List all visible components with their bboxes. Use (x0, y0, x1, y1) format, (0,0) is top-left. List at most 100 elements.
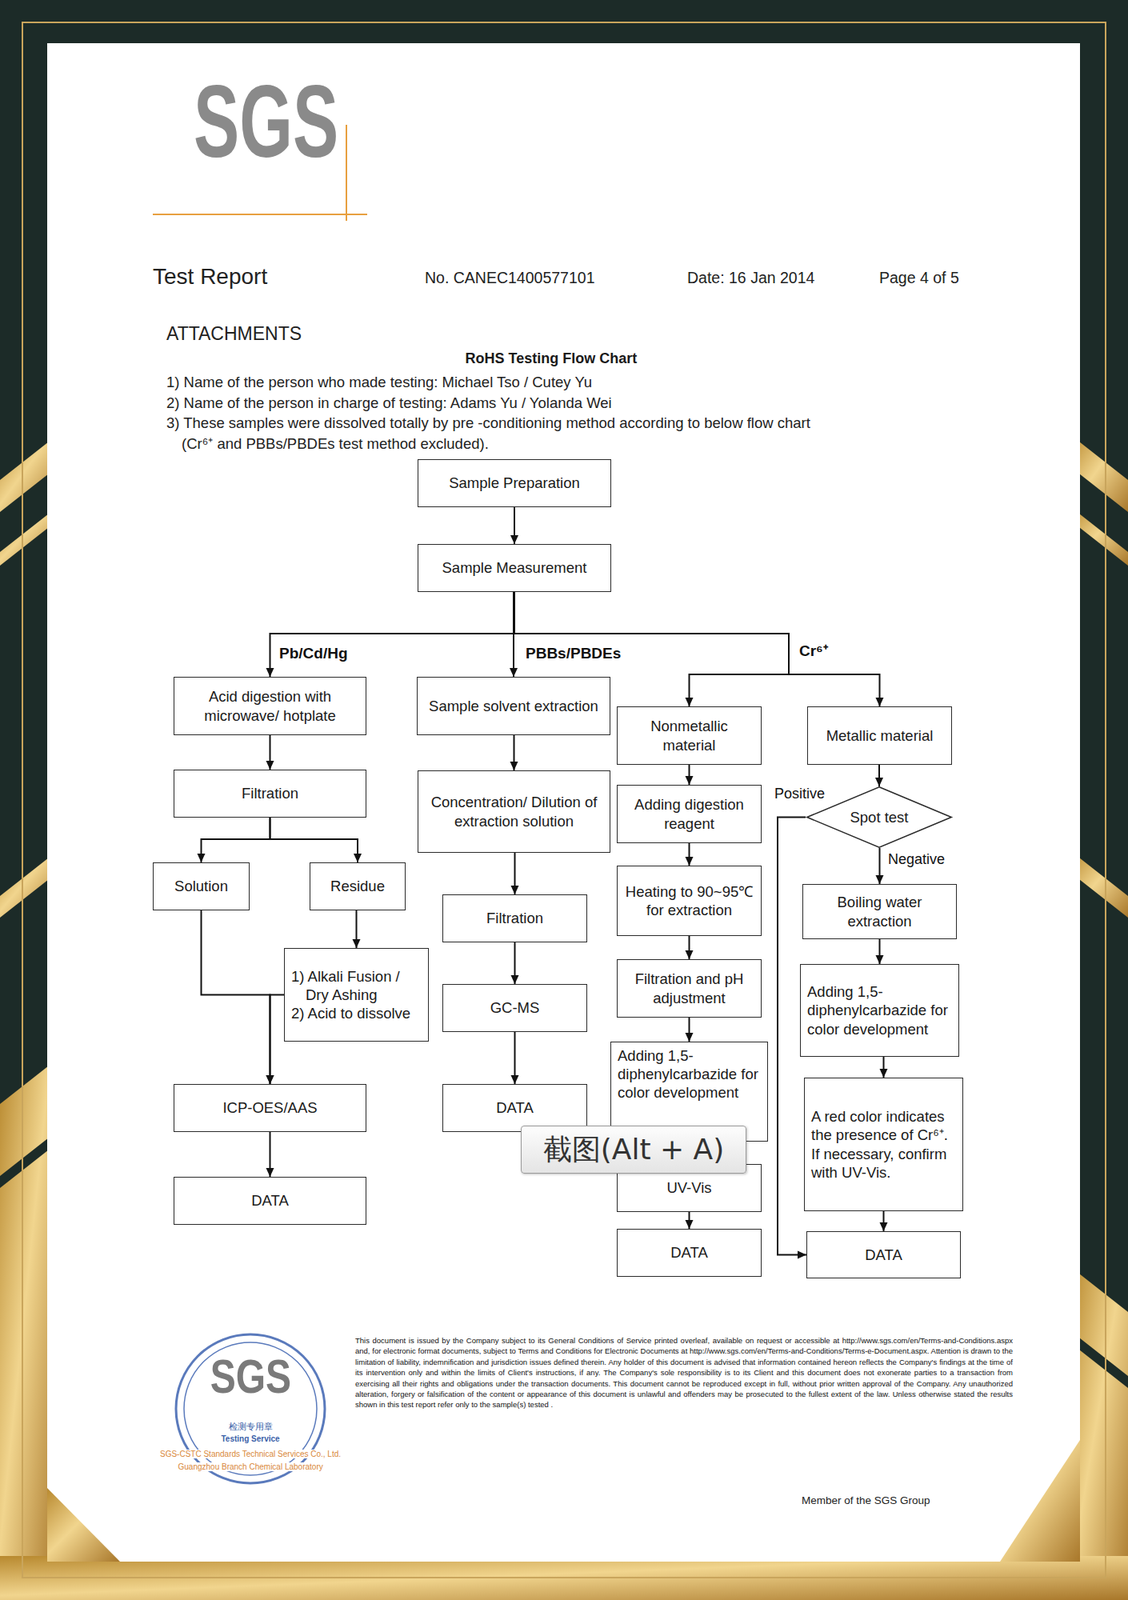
section-heading: ATTACHMENTS (166, 323, 302, 345)
chart-title: RoHS Testing Flow Chart (465, 350, 638, 368)
arrow-head (685, 776, 694, 785)
process-box: Sample Measurement (417, 544, 612, 592)
report-title: Test Report (152, 264, 268, 290)
arrow-head (511, 975, 520, 984)
connector (266, 1132, 275, 1177)
note: 3) These samples were dissolved totally … (166, 412, 826, 454)
node-text: Filtration (448, 908, 582, 928)
dark-band (1072, 1332, 1128, 1388)
connector (685, 1212, 694, 1229)
node-text-group: DATA (448, 1098, 582, 1117)
node-text: Sample Preparation (423, 473, 606, 492)
arrow-head (685, 950, 694, 960)
arrow-head (266, 1075, 275, 1084)
arrow-head (685, 1220, 694, 1229)
gold-corner (1000, 1440, 1080, 1562)
process-box: Sample Preparation (417, 459, 612, 508)
node-text: DATA (812, 1245, 956, 1264)
node-text: A red color indicates the presence of Cr… (811, 1107, 956, 1182)
connector (270, 817, 363, 863)
node-text: Acid digestion with microwave/ hotplate (179, 687, 361, 724)
process-box: Filtration (173, 769, 367, 818)
edge-label: Positive (772, 785, 827, 803)
process-box: Acid digestion with microwave/ hotplate (173, 676, 367, 736)
process-box: Heating to 90~95℃ for extraction (616, 865, 762, 936)
diamond-shape (807, 787, 952, 848)
note: 2) Name of the person in charge of testi… (166, 392, 612, 414)
process-box: DATA (806, 1231, 961, 1279)
arrow-head (797, 1251, 807, 1260)
connector (510, 507, 519, 544)
node-text-group: Spot test (810, 808, 948, 827)
process-box: Filtration and pH adjustment (616, 959, 762, 1018)
connector-line (270, 817, 359, 863)
connector (880, 1211, 888, 1232)
node-text: Adding digestion reagent (622, 795, 756, 832)
node-text: Solution (158, 876, 244, 896)
connector (875, 764, 884, 787)
arrow-head (685, 1032, 694, 1042)
connector (266, 995, 285, 1085)
arrow-head (876, 955, 884, 964)
arrow-head (880, 1068, 888, 1078)
node-text: Boiling water extraction (808, 892, 952, 930)
edge-label: Negative (886, 851, 947, 868)
node-text-group: Filtration and pH adjustment (622, 969, 756, 1007)
process-box: Concentration/ Dilution of extraction so… (417, 770, 611, 853)
arrow-head (509, 668, 518, 677)
note: 1) Name of the person who made testing: … (166, 372, 592, 393)
node-text: ICP-OES/AAS (179, 1098, 361, 1117)
gold-corner (47, 1488, 120, 1562)
node-text-group: Residue (315, 876, 400, 896)
arrow-head (876, 875, 884, 884)
connector (266, 592, 516, 677)
disclaimer: This document is issued by the Company s… (355, 1335, 1013, 1411)
node-text: Residue (315, 876, 400, 896)
node-text: Sample Measurement (423, 558, 606, 577)
stamp-logo: SGS (209, 1376, 291, 1377)
node-text-group: Concentration/ Dilution of extraction so… (423, 792, 605, 830)
node-text-group: GC-MS (448, 998, 582, 1017)
stamp-ring (176, 1334, 325, 1484)
node-text-group: Heating to 90~95℃ for extraction (622, 882, 756, 920)
arrow-head (510, 761, 519, 771)
arrow-head (352, 939, 361, 948)
logo-text: SGS (193, 120, 339, 122)
node-text-group: A red color indicates the presence of Cr… (811, 1107, 956, 1182)
node-text: Spot test (810, 808, 948, 827)
node-text-group: Sample Preparation (423, 473, 606, 492)
node-text-group: Sample solvent extraction (422, 696, 605, 716)
node-text: 2) Acid to dissolve (291, 1004, 422, 1023)
arrow-head (685, 697, 694, 707)
node-text-group: Boiling water extraction (808, 892, 952, 930)
connector (685, 764, 694, 785)
process-box: GC-MS (442, 984, 588, 1032)
process-box: Nonmetallic material (616, 706, 762, 765)
connector (876, 939, 884, 964)
white-page (47, 43, 1080, 1562)
node-text-group: ICP-OES/AAS (179, 1098, 361, 1117)
node-text: Adding 1,5-diphenylcarbazide for color d… (807, 982, 952, 1038)
connector (876, 848, 884, 884)
connector (685, 1017, 694, 1042)
edge-label: PBBs/PBDEs (524, 644, 623, 663)
screenshot-tooltip: 截图(Alt + A) (520, 1125, 747, 1174)
process-box: Filtration (442, 894, 588, 943)
arrow-head (510, 535, 519, 544)
connector (685, 843, 694, 866)
decision-diamond: Spot test (805, 786, 953, 848)
node-text-group: Adding 1,5-diphenylcarbazide for color d… (617, 1046, 761, 1102)
footer-note: Member of the SGS Group (801, 1494, 931, 1507)
arrow-head (266, 1168, 275, 1177)
connector (201, 910, 275, 1084)
process-box: DATA (173, 1176, 367, 1225)
arrow-head (266, 760, 275, 770)
stamp-text: Guangzhou Branch Chemical Laboratory (176, 1462, 325, 1472)
report-number: No. CANEC1400577101 (424, 268, 595, 288)
node-text: Filtration and pH adjustment (622, 969, 756, 1007)
process-box: DATA (616, 1228, 762, 1277)
edge-label: Cr⁶⁺ (797, 640, 830, 661)
node-text: Filtration (179, 784, 361, 803)
node-text-group: Sample Measurement (423, 558, 606, 577)
